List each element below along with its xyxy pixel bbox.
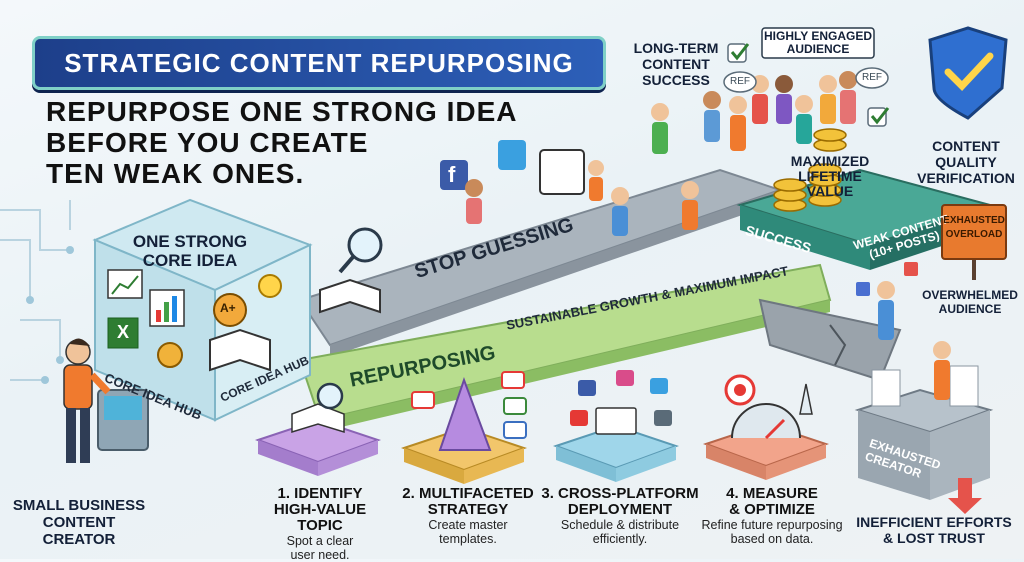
lightbulb-icon — [258, 274, 282, 298]
core-idea-title: ONE STRONG CORE IDEA — [132, 232, 248, 270]
headline: REPURPOSE ONE STRONG IDEA BEFORE YOU CRE… — [46, 96, 566, 189]
long-term-success-label: LONG-TERM CONTENT SUCCESS — [633, 40, 719, 88]
headline-line-2: BEFORE YOU CREATE — [46, 127, 369, 158]
ref-text-1: REF — [730, 76, 750, 87]
engaged-audience-box — [761, 27, 875, 59]
facebook-glyph: f — [448, 162, 456, 187]
step-4: 4. MEASURE & OPTIMIZE Refine future repu… — [692, 485, 852, 547]
step-platform-2 — [400, 371, 528, 484]
ref-text-2: REF — [862, 72, 882, 83]
excel-glyph: X — [117, 322, 130, 342]
creator-figure — [63, 338, 149, 463]
page-title: STRATEGIC CONTENT REPURPOSING — [64, 47, 574, 78]
title-banner: STRATEGIC CONTENT REPURPOSING — [32, 36, 606, 90]
cart-browser-icon — [539, 149, 585, 195]
red-x-icons — [856, 262, 918, 296]
step-2-title: 2. MULTIFACETED STRATEGY — [402, 485, 534, 518]
step-platform-3 — [552, 370, 680, 482]
headline-line-3: TEN WEAK ONES. — [46, 158, 305, 189]
step-4-title: 4. MEASURE & OPTIMIZE — [726, 485, 818, 518]
exhausted-creator-pillar — [854, 365, 994, 500]
cube-chart-icons — [107, 269, 185, 349]
overwhelmed-figures — [877, 281, 951, 400]
book-icon — [209, 328, 271, 372]
step-3-title: 3. CROSS-PLATFORM DEPLOYMENT — [541, 485, 699, 518]
magnifier-icon — [338, 227, 383, 274]
grade-badge-text: A+ — [220, 301, 236, 315]
engaged-audience-crowd — [465, 71, 857, 236]
step-2-desc: Create master templates. — [428, 518, 508, 546]
step-platform-1 — [254, 382, 382, 476]
exhausted-sign-label: EXHAUSTED OVERLOAD — [943, 215, 1005, 240]
engaged-audience-label: HIGHLY ENGAGED AUDIENCE — [763, 29, 873, 56]
coin-stacks — [773, 128, 847, 212]
step-3: 3. CROSS-PLATFORM DEPLOYMENT Schedule & … — [540, 485, 700, 547]
step-1-desc: Spot a clear user need. — [286, 534, 354, 562]
overwhelmed-audience-label: OVERWHELMED AUDIENCE — [922, 288, 1018, 316]
grade-badge-icon — [213, 293, 247, 327]
exhausted-sign — [941, 204, 1007, 280]
step-1: 1. IDENTIFY HIGH-VALUE TOPIC Spot a clea… — [252, 486, 388, 562]
open-book-icon — [319, 278, 381, 314]
twitter-icon — [498, 140, 526, 170]
headline-line-1: REPURPOSE ONE STRONG IDEA — [46, 96, 518, 127]
inefficient-efforts-label: INEFFICIENT EFFORTS & LOST TRUST — [856, 514, 1012, 546]
ref-bubble-1 — [723, 71, 757, 93]
ref-bubble-2 — [855, 67, 889, 89]
facebook-icon — [440, 160, 468, 190]
step-1-title: 1. IDENTIFY HIGH-VALUE TOPIC — [273, 485, 367, 534]
creator-label: SMALL BUSINESS CONTENT CREATOR — [12, 497, 146, 548]
step-4-desc: Refine future repurposing based on data. — [701, 518, 843, 546]
circuit-lines — [0, 200, 71, 381]
step-3-desc: Schedule & distribute efficiently. — [560, 518, 680, 546]
step-2: 2. MULTIFACETED STRATEGY Create master t… — [400, 485, 536, 547]
maximized-value-label: MAXIMIZED LIFETIME VALUE — [790, 153, 870, 199]
check-icon — [727, 43, 890, 127]
down-arrow-icon — [948, 478, 982, 514]
step-platform-4 — [702, 374, 830, 480]
gear-icon — [157, 342, 183, 368]
shield-icon — [928, 26, 1008, 120]
quality-verification-label: CONTENT QUALITY VERIFICATION — [917, 138, 1015, 186]
